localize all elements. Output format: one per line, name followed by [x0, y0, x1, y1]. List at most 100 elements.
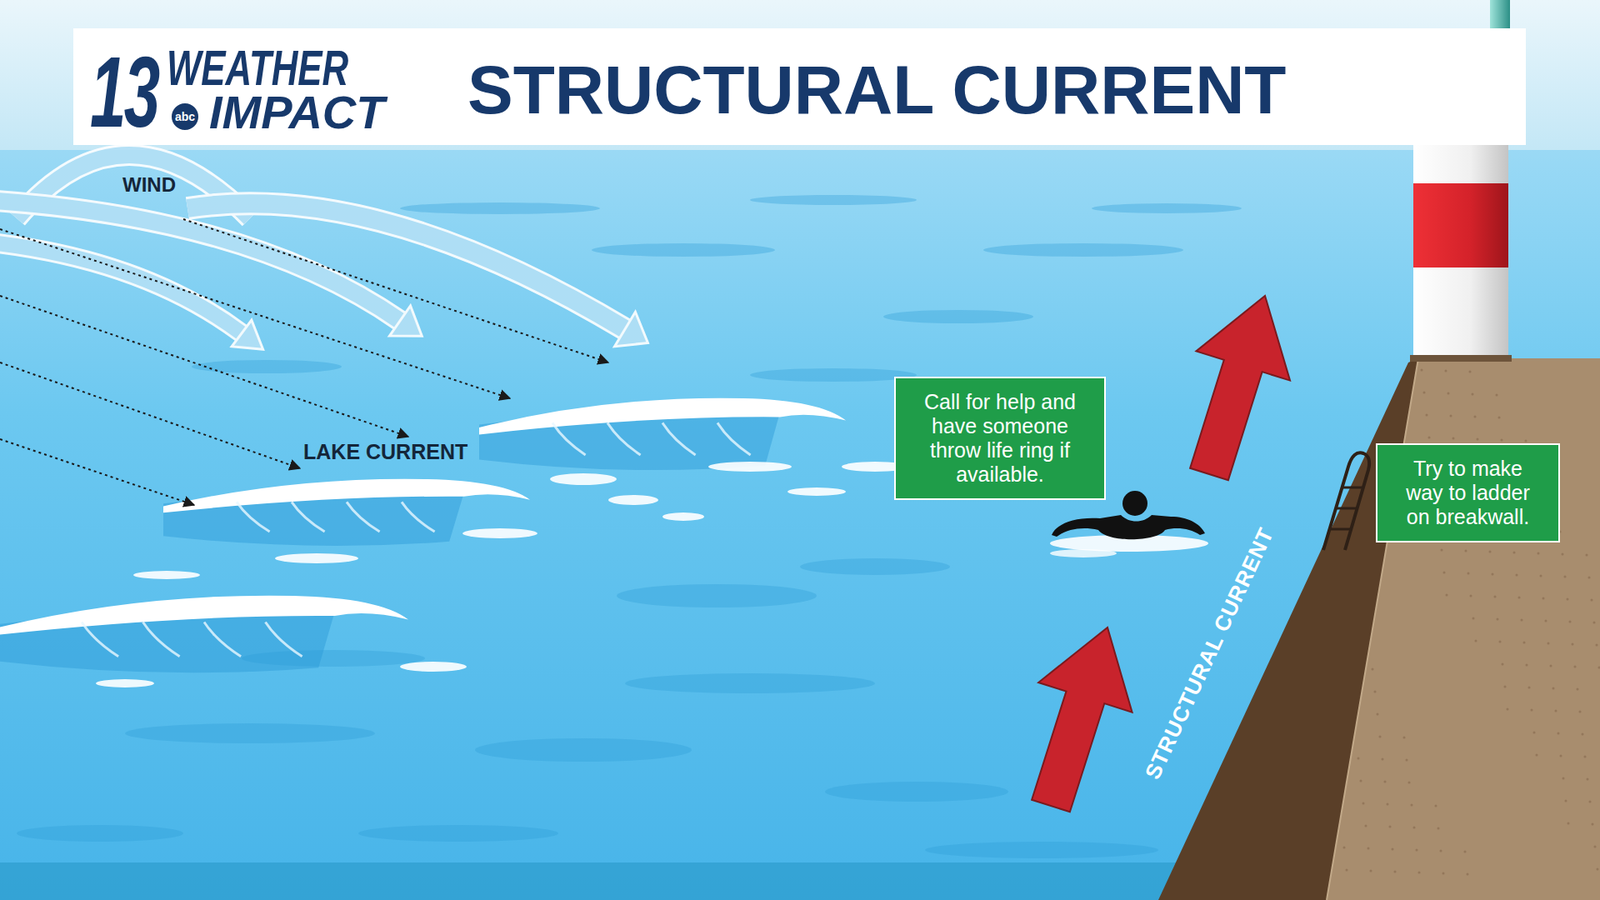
breakwall-texture: [1586, 778, 1590, 781]
breakwall-texture: [1520, 619, 1524, 622]
breakwall-texture: [1440, 549, 1444, 552]
breakwall-texture: [1476, 438, 1480, 441]
breakwall-texture: [1343, 846, 1346, 850]
breakwall-texture: [1545, 620, 1548, 623]
foam: [787, 487, 846, 496]
breakwall-texture: [1381, 758, 1385, 761]
breakwall-texture: [1425, 414, 1429, 417]
lake-current-arrow: [0, 362, 300, 469]
breakwall-texture: [1345, 869, 1349, 872]
breakwall-texture: [1552, 687, 1555, 690]
foam: [275, 553, 359, 564]
breakwall-texture: [1403, 736, 1406, 740]
breakwall-texture: [1491, 573, 1495, 576]
wind-arrow: [0, 241, 242, 334]
breakwall-texture: [1537, 552, 1540, 555]
breakwall-edge: [1326, 358, 1419, 900]
wind-arrows: [0, 155, 648, 350]
callout-box: Call for help and have someone throw lif…: [894, 376, 1106, 500]
wave-streak: [236, 501, 270, 532]
breakwall-texture: [1585, 554, 1589, 557]
breakwall-texture: [1384, 780, 1387, 784]
breakwall-texture: [1506, 708, 1510, 711]
current-label: LAKE CURRENT: [303, 441, 468, 463]
wind-arrow: [187, 203, 625, 330]
breakwall-texture: [1367, 847, 1370, 850]
breakwall-texture: [1581, 733, 1585, 736]
breakwall-texture: [1357, 757, 1360, 760]
breakwall-texture: [1588, 576, 1591, 580]
breakwall-texture: [1371, 668, 1375, 671]
breakwall-texture: [1413, 826, 1416, 830]
logo-circle: [170, 102, 200, 131]
foam: [708, 461, 792, 472]
foam: [550, 473, 617, 485]
water-ripple: [1091, 203, 1242, 214]
wave-streak: [552, 422, 586, 455]
water-ripple: [625, 673, 875, 694]
callout-text: Try to make way to ladder on breakwall.: [1400, 456, 1535, 530]
ladder-rails: [1323, 452, 1370, 550]
water-ripple: [358, 825, 559, 842]
ladder-rung: [1330, 528, 1352, 531]
breakwall-texture: [1442, 872, 1445, 875]
breakwall-texture: [1518, 596, 1521, 600]
breakwall-texture: [1394, 870, 1397, 874]
water-ripple: [800, 558, 950, 575]
logo-word: IMPACT: [209, 89, 385, 136]
logo-network: abc: [175, 110, 195, 123]
breakwall-texture: [1525, 440, 1528, 443]
breakwall-texture: [1547, 642, 1550, 645]
current-arrow: [1190, 295, 1290, 480]
water-ripple: [475, 738, 692, 762]
breakwall-texture: [1579, 710, 1582, 714]
swimmer: [1050, 490, 1209, 558]
water-ripple: [825, 781, 1009, 802]
swimmer-foam: [1050, 549, 1117, 558]
breakwall-texture: [1489, 550, 1492, 554]
water-ripple: [400, 202, 600, 215]
breakwall-texture: [1443, 571, 1446, 575]
breakwall-texture: [1562, 777, 1565, 780]
wave-streak: [717, 422, 751, 455]
breakwall-texture: [1523, 641, 1526, 645]
breakwall-texture: [1540, 575, 1543, 578]
breakwall-texture: [1500, 439, 1504, 442]
breakwall-texture: [1533, 731, 1536, 735]
wave-streak: [346, 501, 380, 532]
water-ripple: [616, 584, 817, 608]
breakwall-texture: [1496, 618, 1500, 621]
breakwall-texture: [1515, 574, 1519, 577]
wind-arrowhead: [389, 305, 422, 336]
breakwall-texture: [1557, 732, 1560, 735]
breakwall-texture: [1535, 754, 1539, 757]
water-ripple: [591, 243, 775, 257]
breakwall-texture: [1474, 415, 1477, 419]
logo-word: WEATHER: [166, 43, 349, 94]
breakwall-texture: [1560, 755, 1563, 758]
breakwall-texture: [1561, 553, 1565, 556]
wind-label: WIND: [122, 175, 176, 195]
breakwall-texture: [1584, 755, 1587, 759]
breakwall-texture: [1445, 594, 1449, 597]
breakwall-texture: [1437, 827, 1440, 830]
breakwall-texture: [1471, 393, 1475, 396]
breakwall-texture: [1542, 597, 1545, 600]
lake-water: [0, 150, 1600, 900]
breakwall-texture: [1596, 868, 1600, 871]
breakwall-texture: [1593, 621, 1596, 625]
breakwall-texture: [1472, 617, 1475, 620]
wave-streak: [143, 622, 180, 657]
breakwall-texture: [1435, 805, 1438, 808]
callout-text: Call for help and have someone throw lif…: [918, 390, 1082, 487]
foam: [462, 528, 538, 539]
breakwall-texture: [1464, 850, 1467, 854]
foam: [608, 495, 659, 505]
lake-current-arrow: [0, 229, 510, 399]
lighthouse-band: [1413, 183, 1509, 268]
ladder-rung: [1342, 486, 1364, 490]
water-ripple: [750, 368, 917, 382]
breakwall-texture: [1415, 849, 1419, 852]
ladder: [1323, 452, 1370, 550]
water-ripple: [750, 195, 917, 205]
